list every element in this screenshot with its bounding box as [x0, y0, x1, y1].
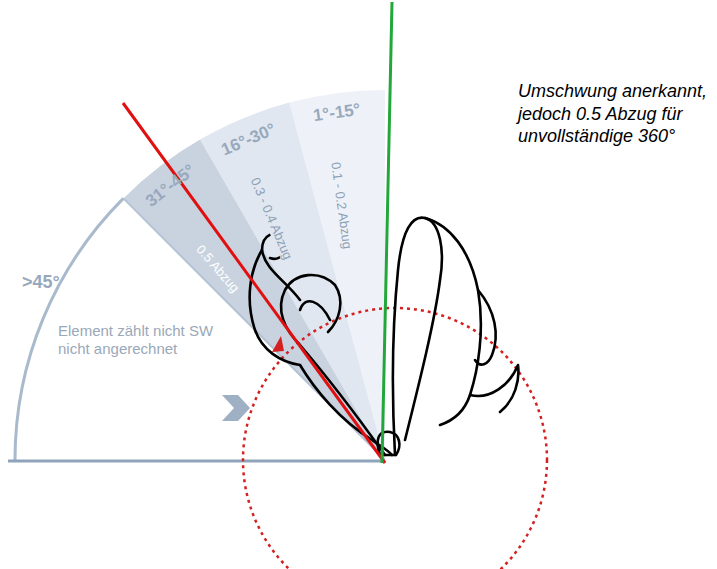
rotation-arrowhead [272, 336, 284, 352]
angle-range-label: >45° [22, 272, 60, 293]
note-label: Element zählt nicht SW nicht angerechnet [58, 322, 218, 358]
sector-31-45 [123, 140, 385, 460]
callout-note: Umschwung anerkannt, jedoch 0.5 Abzug fü… [518, 80, 717, 148]
baseline [8, 460, 385, 463]
green-vertical-line [382, 2, 392, 463]
chevron [222, 395, 250, 421]
red-reference-line [123, 103, 385, 463]
